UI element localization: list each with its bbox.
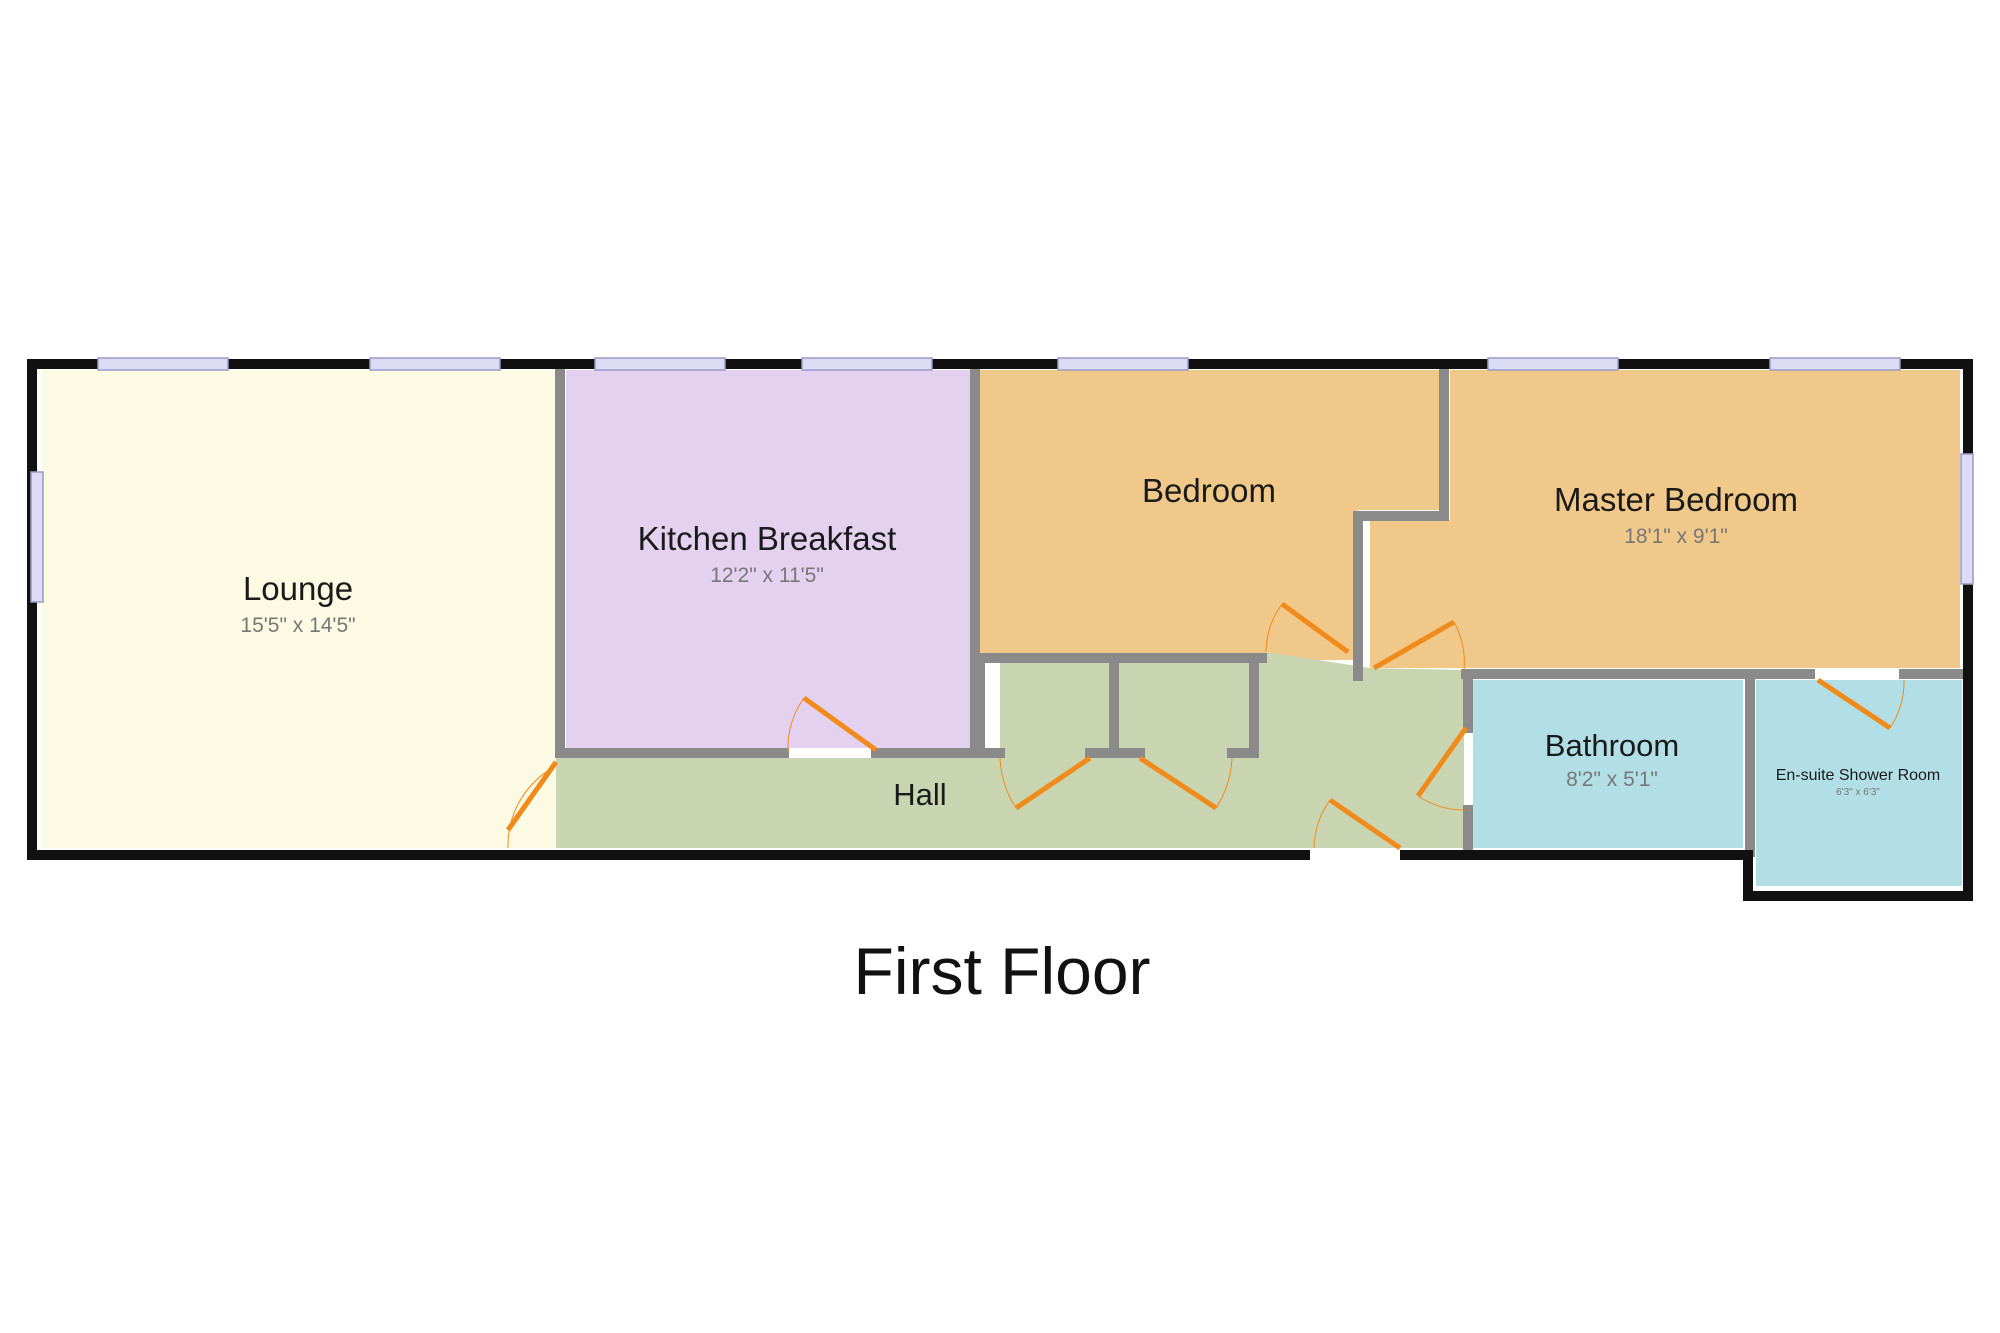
lounge-area	[42, 370, 556, 848]
windows	[30, 357, 1974, 603]
door-kitchen	[787, 695, 878, 753]
window-master-side	[1960, 453, 1974, 585]
window-lounge-top-1	[97, 357, 229, 371]
outer-wall-main	[27, 359, 1973, 901]
door-lounge	[505, 760, 559, 849]
window-master-top-1	[1487, 357, 1619, 371]
ensuite-dims: 6'3" x 6'3"	[1836, 787, 1880, 798]
exterior-walls	[27, 359, 1973, 901]
door-cupboard-2	[1138, 755, 1233, 811]
floor-title: First Floor	[854, 934, 1151, 1008]
door-master-bedroom	[1372, 619, 1465, 671]
ensuite-name: En-suite Shower Room	[1776, 767, 1941, 784]
door-entrance	[1313, 797, 1402, 851]
window-lounge-side	[30, 471, 44, 603]
master-bedroom-name: Master Bedroom	[1554, 481, 1798, 518]
bedroom-name: Bedroom	[1142, 472, 1276, 509]
kitchen-dims: 12'2" x 11'5"	[710, 564, 824, 587]
hall-area	[556, 652, 1464, 848]
window-kitchen-top-1	[594, 357, 726, 371]
room-fills	[42, 370, 1962, 886]
window-lounge-top-2	[369, 357, 501, 371]
door-cupboard-1	[999, 755, 1092, 811]
hall-name: Hall	[893, 777, 946, 812]
ensuite-area	[1756, 680, 1962, 886]
kitchen-name: Kitchen Breakfast	[638, 520, 897, 557]
master-bedroom-area	[1370, 370, 1960, 668]
interior-walls	[555, 365, 1967, 857]
door-ensuite	[1816, 677, 1905, 731]
door-bedroom	[1265, 601, 1350, 655]
bedroom-area	[980, 370, 1440, 660]
kitchen-area	[566, 370, 970, 748]
lounge-dims: 15'5" x 14'5"	[240, 614, 355, 637]
room-labels: Lounge 15'5" x 14'5" Kitchen Breakfast 1…	[240, 472, 1940, 812]
master-bedroom-dims: 18'1" x 9'1"	[1624, 525, 1728, 548]
bathroom-dims: 8'2" x 5'1"	[1566, 768, 1658, 791]
lounge-name: Lounge	[243, 570, 353, 607]
window-master-top-2	[1769, 357, 1901, 371]
door-bathroom	[1415, 726, 1469, 811]
bathroom-name: Bathroom	[1545, 728, 1679, 763]
bathroom-area	[1473, 680, 1743, 848]
doors	[505, 601, 1905, 851]
window-kitchen-top-2	[801, 357, 933, 371]
window-bedroom-top	[1057, 357, 1189, 371]
